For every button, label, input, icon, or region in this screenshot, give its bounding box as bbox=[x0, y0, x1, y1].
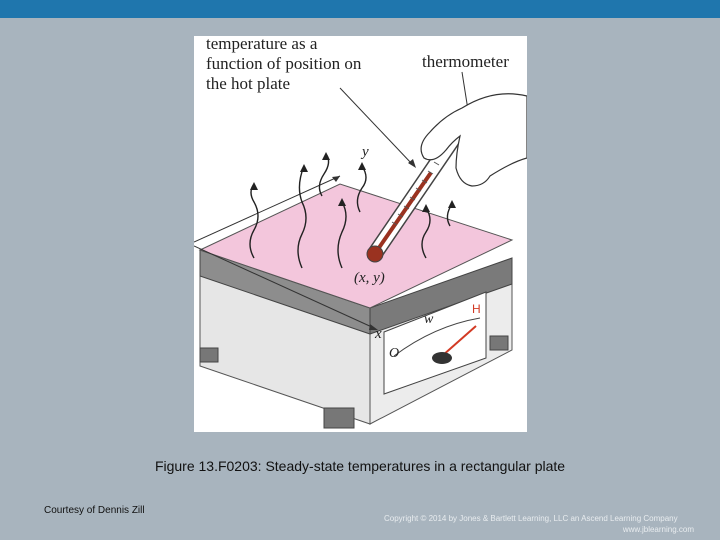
temperature-label: temperature as a function of position on… bbox=[206, 36, 362, 93]
hot-plate-figure: temperature as a function of position on… bbox=[194, 36, 527, 432]
hot-plate-illustration bbox=[194, 71, 527, 429]
dial-o-label: O bbox=[389, 346, 400, 361]
copyright-line-2: www.jblearning.com bbox=[622, 525, 694, 534]
header-bar bbox=[0, 0, 720, 18]
copyright-line-1: Copyright © 2014 by Jones & Bartlett Lea… bbox=[384, 514, 678, 523]
hand-icon bbox=[420, 93, 527, 187]
thermometer-label: thermometer bbox=[422, 52, 509, 71]
gauge-dial-icon bbox=[432, 352, 452, 364]
dial-w-label: w bbox=[424, 312, 434, 327]
copyright-text: Copyright © 2014 by Jones & Bartlett Lea… bbox=[384, 513, 694, 535]
point-label: (x, y) bbox=[354, 270, 385, 286]
figure-caption: Figure 13.F0203: Steady-state temperatur… bbox=[154, 458, 566, 474]
credit-text: Courtesy of Dennis Zill bbox=[44, 505, 145, 516]
dial-needle bbox=[441, 325, 477, 357]
dial-h-label: H bbox=[472, 302, 481, 316]
x-axis-label: x bbox=[375, 326, 382, 342]
y-axis-label: y bbox=[362, 144, 369, 160]
